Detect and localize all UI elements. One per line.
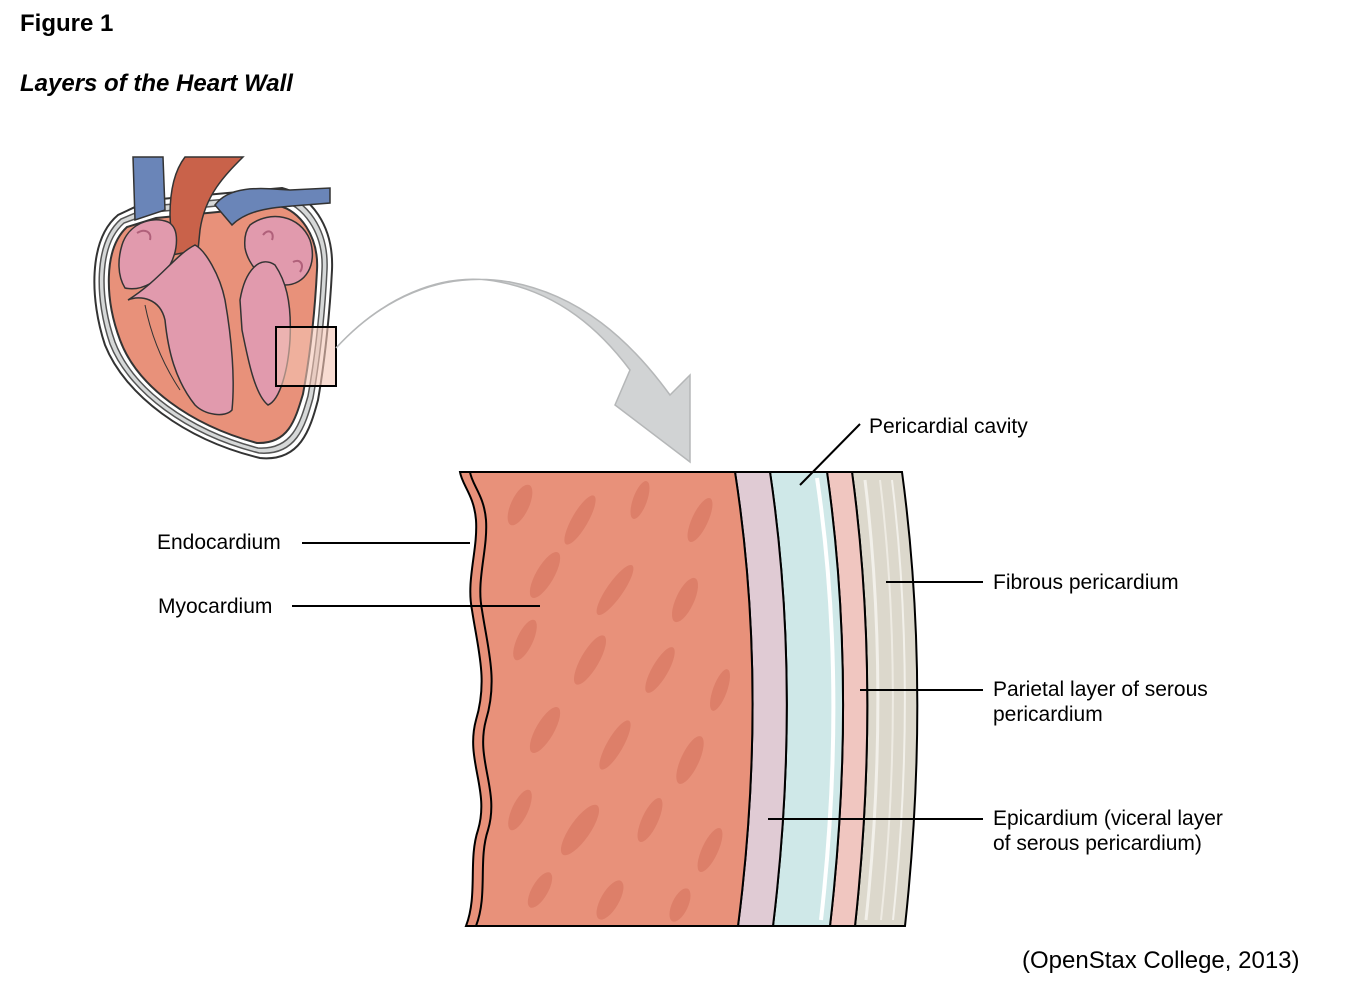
epicardium-label-line2: of serous pericardium) — [993, 832, 1202, 855]
wall-cross-section — [458, 471, 919, 927]
myocardium-fibers — [507, 481, 730, 922]
parietal-layer-label-line1: Parietal layer of serous — [993, 678, 1208, 701]
leader-lines — [292, 423, 983, 820]
myocardium-label: Myocardium — [158, 595, 273, 618]
image-credit: (OpenStax College, 2013) — [1022, 947, 1300, 974]
epicardium-label: Epicardium (viceral layer of serous peri… — [993, 806, 1223, 856]
figure-title: Layers of the Heart Wall — [20, 70, 293, 97]
pericardial-cavity-leader — [799, 423, 861, 486]
parietal-layer-label: Parietal layer of serous pericardium — [993, 677, 1208, 727]
zoom-box — [275, 326, 337, 387]
endocardium-edge — [469, 471, 493, 927]
zoom-arrow — [335, 278, 691, 464]
heart-illustration — [93, 156, 337, 460]
figure-number: Figure 1 — [20, 10, 114, 37]
fibrous-pericardium-label: Fibrous pericardium — [993, 571, 1179, 594]
epicardium-label-line1: Epicardium (viceral layer — [993, 807, 1223, 830]
parietal-layer-label-line2: pericardium — [993, 703, 1103, 726]
endocardium-label: Endocardium — [157, 531, 281, 554]
pericardial-cavity-label: Pericardial cavity — [869, 415, 1028, 438]
